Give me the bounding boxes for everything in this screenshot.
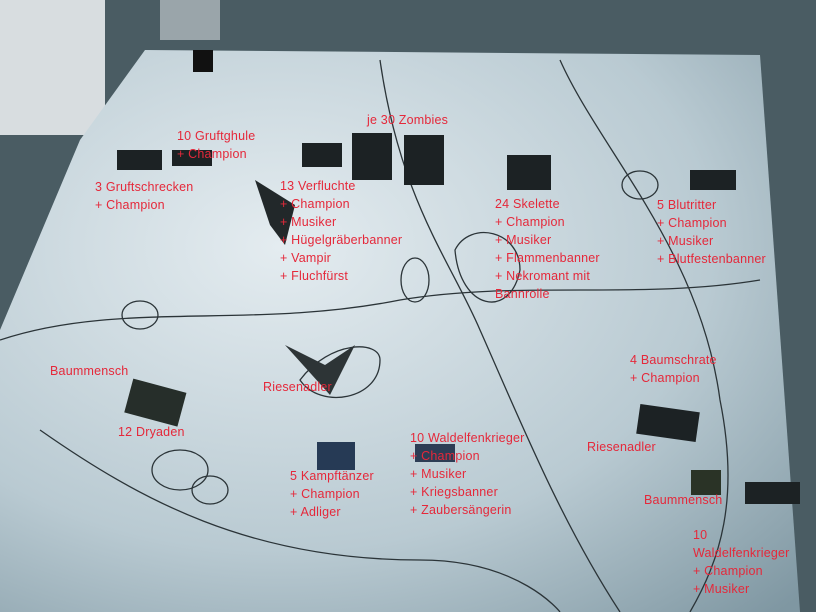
annotation-waldelfenkrieger-center: 10 Waldelfenkrieger + Champion + Musiker + … [410,429,525,519]
unit-label: 10 Waldelfenkrieger [410,431,525,445]
annotation-baumschrate: 4 Baumschrate + Champion [630,351,717,387]
battlefield-cloth [0,50,800,612]
unit-label: Waldelfenkrieger [693,546,790,560]
annotation-baummensch-left: Baummensch [50,362,128,380]
unit-label: Baummensch [50,364,129,378]
unit-upgrade: + Nekromant mit [495,269,591,283]
annotation-dryaden: 12 Dryaden [118,423,185,441]
unit-upgrade: + Flammenbanner [495,251,600,265]
unit-upgrade: + Champion [495,215,565,229]
unit-upgrade: + Champion [95,198,165,212]
unit-upgrade: + Adliger [290,505,341,519]
box [160,0,220,40]
unit-upgrade: + Kriegsbanner [410,485,498,499]
unit-upgrade: + Champion [290,487,360,501]
annotation-baummensch-right: Baummensch [644,491,722,509]
unit-label: 10 Gruftghule [177,129,256,143]
unit-label: 24 Skelette [495,197,560,211]
unit-label: 5 Kampftänzer [290,469,374,483]
unit-upgrade: Bannrolle [495,287,550,301]
annotation-gruftghule: 10 Gruftghule + Champion [177,127,255,163]
annotation-riesenadler-right: Riesenadler [587,438,656,456]
annotation-skelette: 24 Skelette + Champion + Musiker + Flammenb… [495,195,600,303]
unit-label: Riesenadler [263,380,332,394]
annotation-kampftaenzer: 5 Kampftänzer + Champion + Adliger [290,467,374,521]
unit-upgrade: + Champion [693,564,763,578]
unit-upgrade: + Musiker [693,582,750,596]
miniature-units [117,50,800,504]
unit-upgrade: + Musiker [657,234,714,248]
unit-upgrade: + Vampir [280,251,332,265]
unit-label: 13 Verfluchte [280,179,356,193]
annotation-verfluchte: 13 Verfluchte + Champion + Musiker + Hügelg… [280,177,402,285]
unit-upgrade: + Zaubersängerin [410,503,512,517]
unit-upgrade: + Blutfestenbanner [657,252,766,266]
unit-label: 3 Gruftschrecken [95,180,194,194]
unit-label: Riesenadler [587,440,656,454]
annotation-gruftschrecken: 3 Gruftschrecken + Champion [95,178,193,214]
unit-upgrade: + Champion [177,147,247,161]
unit-upgrade: + Musiker [410,467,467,481]
annotation-zombies: je 30 Zombies [367,111,448,129]
unit-label: Baummensch [644,493,723,507]
unit-upgrade: + Champion [280,197,350,211]
unit-label: 4 Baumschrate [630,353,717,367]
annotation-blutritter: 5 Blutritter + Champion + Musiker + Blutfes… [657,196,766,268]
furniture [0,0,105,135]
unit-upgrade: + Hügelgräberbanner [280,233,403,247]
unit-upgrade: + Champion [410,449,480,463]
unit-upgrade: + Musiker [280,215,337,229]
unit-label: 10 [693,528,708,542]
unit-label: 5 Blutritter [657,198,717,212]
unit-upgrade: + Fluchfürst [280,269,349,283]
unit-upgrade: + Champion [657,216,727,230]
unit-label: 12 Dryaden [118,425,185,439]
unit-upgrade: + Champion [630,371,700,385]
annotation-riesenadler-center: Riesenadler [263,378,332,396]
unit-label: je 30 Zombies [367,113,449,127]
unit-upgrade: + Musiker [495,233,552,247]
